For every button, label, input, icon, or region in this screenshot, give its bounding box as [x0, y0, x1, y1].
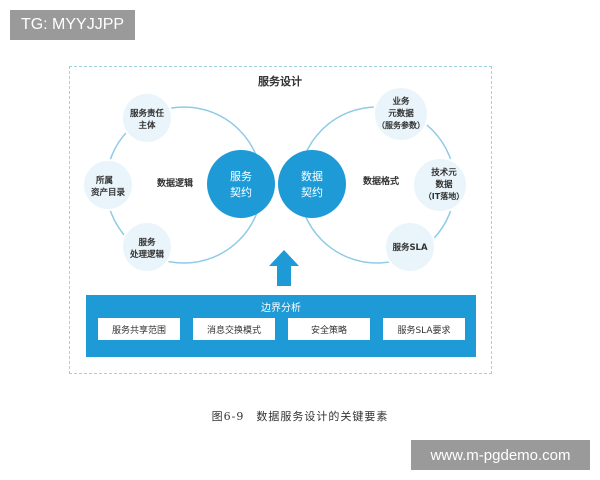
- diagram-title: 服务设计: [258, 74, 302, 88]
- boundary-analysis-title: 边界分析: [261, 303, 301, 314]
- node-line: （IT落地）: [424, 191, 464, 201]
- data-contract-hub: 数据 契约: [278, 150, 346, 218]
- boundary-item-sla-requirement: 服务SLA要求: [383, 318, 465, 340]
- left-node-processing-logic: 服务 处理逻辑: [121, 221, 173, 273]
- hub-line: 数据: [301, 169, 323, 183]
- left-node-asset-catalog: 所属 资产目录: [82, 159, 134, 211]
- right-node-business-metadata: 业务 元数据 （服务参数）: [373, 86, 429, 142]
- node-line: 技术元: [431, 167, 457, 178]
- hub-line: 契约: [230, 185, 252, 199]
- hub-line: 契约: [301, 185, 323, 199]
- node-line: 服务: [138, 237, 156, 248]
- up-arrow-icon: [269, 250, 299, 286]
- right-node-service-sla: 服务SLA: [384, 221, 436, 273]
- node-line: 元数据: [388, 108, 414, 119]
- node-line: 主体: [138, 120, 156, 131]
- boundary-analysis-bar: 边界分析 服务共享范围 消息交换模式 安全策略 服务SLA要求: [86, 295, 476, 357]
- node-line: 所属: [95, 175, 113, 186]
- watermark-top-left: TG: MYYJJPP: [10, 10, 135, 40]
- node-line: （服务参数）: [377, 120, 425, 130]
- boundary-item-message-exchange: 消息交换模式: [193, 318, 275, 340]
- left-loop-label: 数据逻辑: [157, 177, 193, 189]
- node-line: 资产目录: [91, 187, 126, 198]
- boundary-item-security-policy: 安全策略: [288, 318, 370, 340]
- right-loop-label: 数据格式: [363, 175, 399, 187]
- figure-caption: 图6-9 数据服务设计的关键要素: [211, 410, 389, 423]
- node-line: 服务责任: [130, 108, 165, 119]
- node-line: 数据: [435, 179, 453, 190]
- service-contract-hub: 服务 契约: [207, 150, 275, 218]
- node-line: 处理逻辑: [129, 249, 165, 260]
- boundary-item-share-scope: 服务共享范围: [98, 318, 180, 340]
- watermark-bottom-right: www.m-pgdemo.com: [411, 440, 590, 470]
- left-node-responsibility: 服务责任 主体: [121, 92, 173, 144]
- hub-line: 服务: [230, 170, 252, 183]
- diagram-frame: [69, 66, 492, 374]
- right-node-technical-metadata: 技术元 数据 （IT落地）: [412, 157, 468, 213]
- node-line: 服务SLA: [392, 242, 428, 253]
- node-line: 业务: [392, 96, 410, 107]
